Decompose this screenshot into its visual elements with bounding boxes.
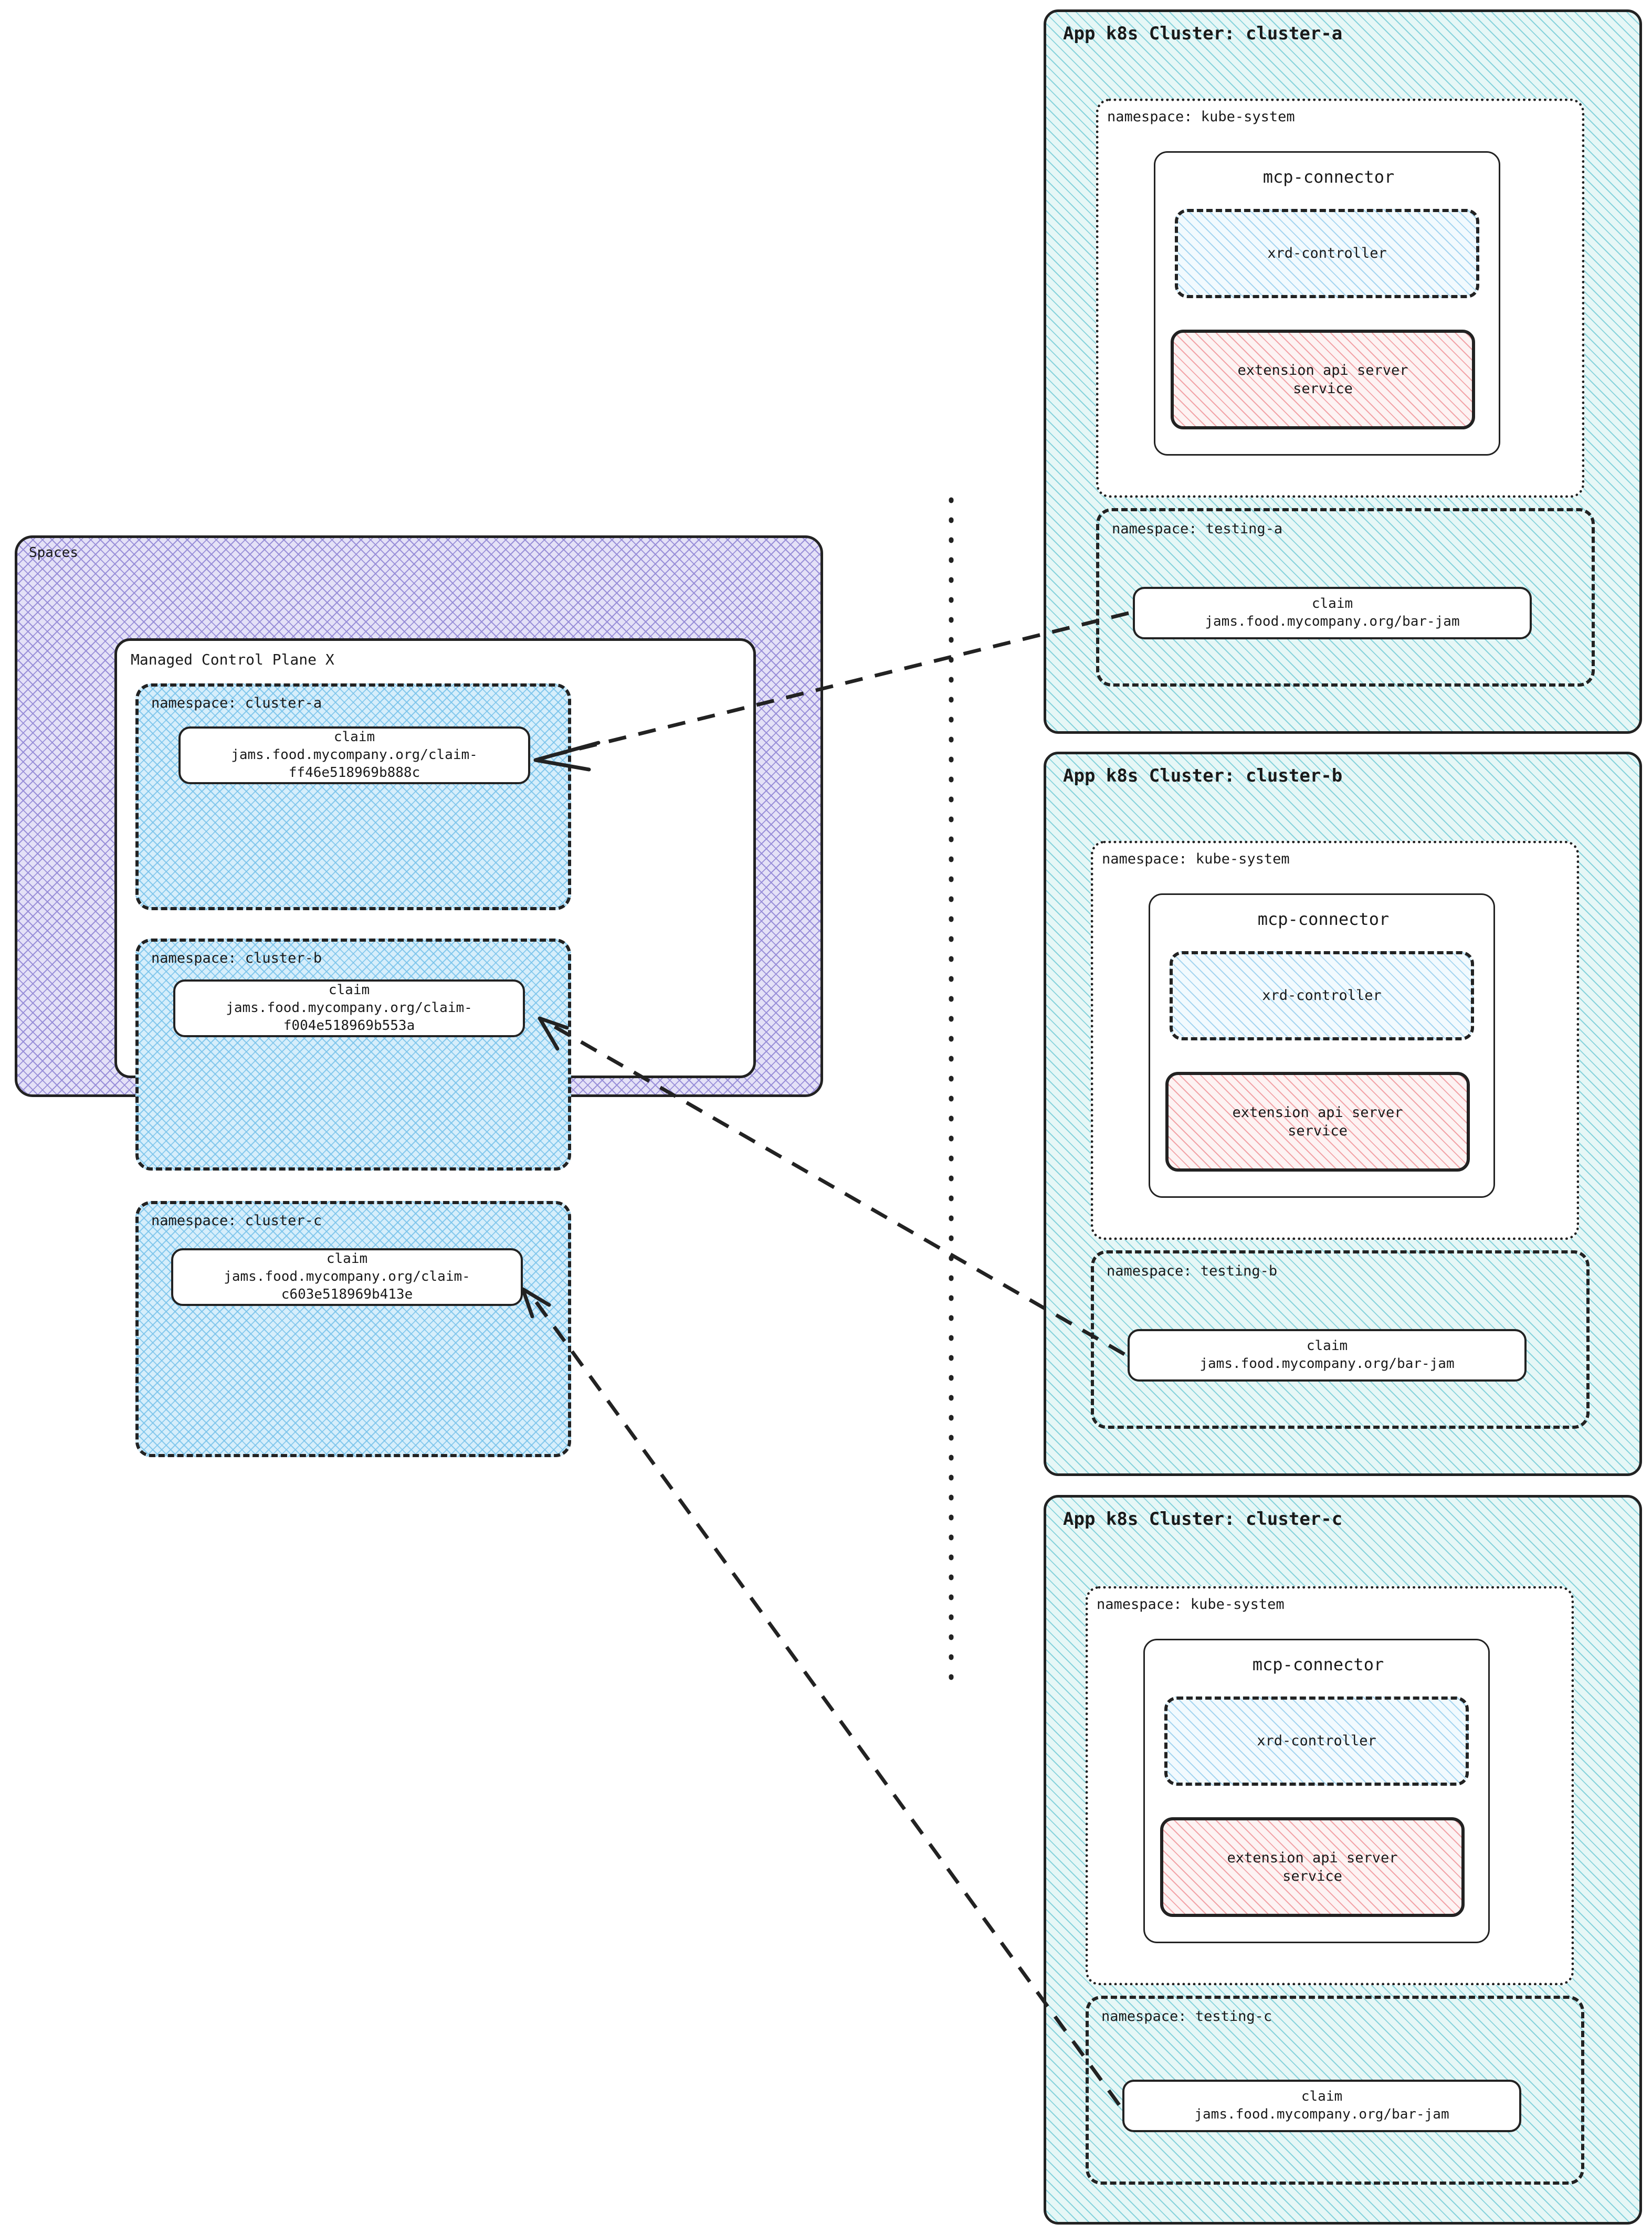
cp-namespace-cluster-b: namespace: cluster-b <box>135 939 571 1171</box>
claim-ref-line2: c603e518969b413e <box>281 1286 413 1302</box>
claim-ref: jams.food.mycompany.org/bar-jam <box>1194 2106 1449 2122</box>
cluster-a-mcp-connector-title: mcp-connector <box>1262 167 1395 187</box>
cluster-b-mcp-connector-title: mcp-connector <box>1257 909 1390 929</box>
cluster-b-xrd-controller-label: xrd-controller <box>1262 987 1382 1004</box>
cluster-a-testing-claim[interactable]: claim jams.food.mycompany.org/bar-jam <box>1133 587 1532 639</box>
claim-ref-line2: ff46e518969b888c <box>288 764 420 781</box>
spaces-label: Spaces <box>29 545 78 561</box>
cluster-c-mcp-connector-title: mcp-connector <box>1252 1655 1384 1674</box>
cluster-a-extapi-line2: service <box>1293 381 1353 397</box>
claim-ref: jams.food.mycompany.org/bar-jam <box>1199 1356 1455 1372</box>
managed-control-plane-label: Managed Control Plane X <box>131 651 334 668</box>
app-cluster-c-title: App k8s Cluster: cluster-c <box>1063 1509 1343 1530</box>
claim-ref-line1: jams.food.mycompany.org/claim- <box>224 1269 470 1285</box>
cluster-c-extapi-line2: service <box>1282 1868 1342 1884</box>
cluster-c-xrd-controller: xrd-controller <box>1164 1696 1469 1786</box>
app-cluster-a-title: App k8s Cluster: cluster-a <box>1063 23 1343 44</box>
claim-kind: claim <box>326 1251 368 1267</box>
cp-namespace-cluster-a: namespace: cluster-a <box>135 683 571 910</box>
cluster-a-xrd-controller: xrd-controller <box>1175 209 1479 298</box>
cluster-a-namespace-testing: namespace: testing-a <box>1096 508 1595 687</box>
cluster-a-extapi-line1: extension api server <box>1237 362 1408 378</box>
claim-ref-line1: jams.food.mycompany.org/claim- <box>226 1000 472 1016</box>
cp-namespace-cluster-c-label: namespace: cluster-c <box>151 1213 322 1229</box>
claim-kind: claim <box>1301 2089 1343 2105</box>
cluster-b-extapi-line1: extension api server <box>1232 1104 1403 1121</box>
app-cluster-b-title: App k8s Cluster: cluster-b <box>1063 765 1343 786</box>
link-cluster-c <box>521 1287 1121 2106</box>
cluster-a-xrd-controller-label: xrd-controller <box>1267 245 1387 262</box>
cluster-c-extension-api-server: extension api server service <box>1160 1817 1465 1917</box>
cluster-b-kube-system-label: namespace: kube-system <box>1102 851 1290 867</box>
cluster-b-extension-api-server: extension api server service <box>1165 1072 1470 1172</box>
cluster-c-xrd-controller-label: xrd-controller <box>1257 1733 1376 1750</box>
claim-kind: claim <box>1306 1338 1348 1354</box>
cp-namespace-cluster-b-label: namespace: cluster-b <box>151 950 322 966</box>
claim-ref: jams.food.mycompany.org/bar-jam <box>1205 614 1460 629</box>
cluster-c-kube-system-label: namespace: kube-system <box>1097 1596 1285 1613</box>
cluster-b-xrd-controller: xrd-controller <box>1170 951 1474 1040</box>
cp-claim-cluster-b[interactable]: claim jams.food.mycompany.org/claim- f00… <box>173 979 525 1037</box>
cp-namespace-cluster-c: namespace: cluster-c <box>135 1201 571 1457</box>
cluster-b-testing-label: namespace: testing-b <box>1107 1263 1278 1279</box>
claim-ref-line1: jams.food.mycompany.org/claim- <box>231 747 478 763</box>
cluster-a-kube-system-label: namespace: kube-system <box>1107 109 1295 125</box>
claim-kind: claim <box>328 982 370 998</box>
cp-namespace-cluster-a-label: namespace: cluster-a <box>151 695 322 711</box>
cluster-a-testing-label: namespace: testing-a <box>1112 521 1283 537</box>
claim-kind: claim <box>1311 596 1353 612</box>
cluster-c-testing-claim[interactable]: claim jams.food.mycompany.org/bar-jam <box>1122 2080 1521 2132</box>
claim-ref-line2: f004e518969b553a <box>283 1017 415 1034</box>
cluster-b-extapi-line2: service <box>1288 1123 1348 1139</box>
cluster-a-extension-api-server: extension api server service <box>1171 330 1475 429</box>
cluster-c-extapi-line1: extension api server <box>1227 1849 1398 1866</box>
cp-claim-cluster-a[interactable]: claim jams.food.mycompany.org/claim- ff4… <box>178 726 530 784</box>
cluster-c-testing-label: namespace: testing-c <box>1101 2008 1272 2025</box>
claim-kind: claim <box>333 729 375 745</box>
cluster-b-testing-claim[interactable]: claim jams.food.mycompany.org/bar-jam <box>1128 1329 1527 1382</box>
cp-claim-cluster-c[interactable]: claim jams.food.mycompany.org/claim- c60… <box>171 1248 523 1306</box>
